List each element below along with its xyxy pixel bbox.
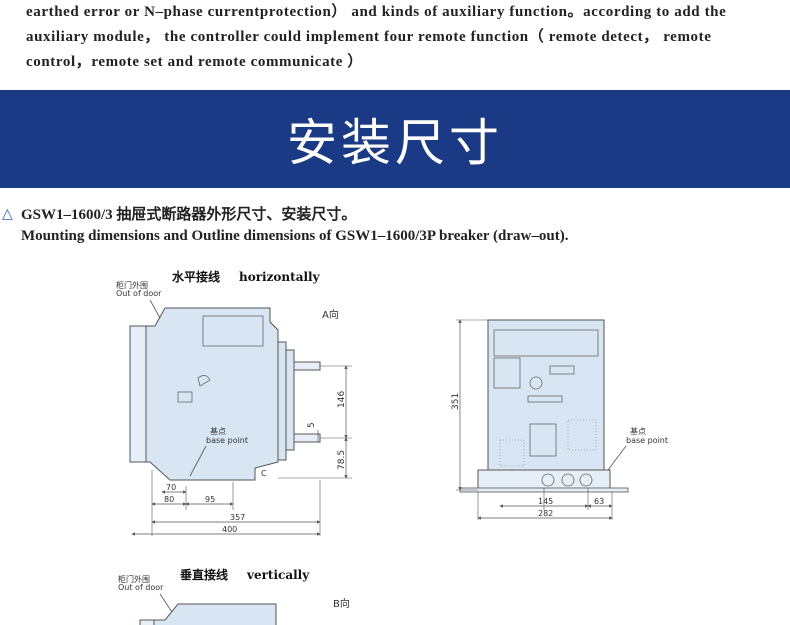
- door-label-en-2: Out of door: [118, 583, 164, 592]
- dir-label-b: B向: [333, 597, 350, 610]
- door-leader-2: [159, 593, 173, 613]
- button-strip: [527, 395, 563, 403]
- side-view-vertical: 垂直接线 vertically 柜门外围 Out of door B向: [118, 567, 350, 625]
- section-title: 安装尺寸: [287, 114, 503, 172]
- intro-line: control，remote set and remote communicat…: [26, 54, 363, 70]
- front-knob: [579, 473, 593, 487]
- drawing1-title-en: horizontally: [239, 270, 321, 284]
- front-knob: [561, 473, 575, 487]
- dim-5: 5: [307, 422, 317, 428]
- dot-panel-left: [499, 439, 525, 467]
- controller-window: [493, 357, 521, 389]
- door-label-cn-2: 柜门外围: [118, 574, 150, 584]
- dir-label-a: A向: [322, 308, 339, 321]
- front-view: 基点 base point 351 145 63 282: [451, 319, 668, 520]
- breaker-body-side: [139, 307, 279, 481]
- base-point-cn-2: 基点: [630, 426, 646, 436]
- triangle-icon: △: [2, 207, 13, 222]
- side-view-horizontal: 水平接线 horizontally 柜门外围 Out of door A向 基点…: [116, 269, 352, 536]
- dot-panel-right: [567, 419, 597, 451]
- intro-paragraph: earthed error or N–phase currentprotecti…: [26, 0, 788, 75]
- door-label-en: Out of door: [116, 289, 162, 298]
- dim-95: 95: [205, 495, 215, 504]
- base-point-cn: 基点: [210, 426, 226, 436]
- indicator-circle: [529, 376, 543, 390]
- caption-chinese: GSW1–1600/3 抽屉式断路器外形尺寸、安装尺寸。: [21, 207, 357, 223]
- top-panel: [493, 329, 599, 357]
- door-leader: [149, 299, 161, 319]
- base-point-en: base point: [206, 436, 248, 445]
- front-window: [202, 315, 264, 347]
- door-label-cn: 柜门外围: [116, 280, 148, 290]
- terminal-lower: [293, 433, 321, 443]
- rear-frame: [277, 341, 287, 461]
- section-header-band: 安装尺寸: [0, 90, 790, 188]
- intro-line: earthed error or N–phase currentprotecti…: [26, 4, 727, 20]
- door-panel: [129, 325, 147, 463]
- rear-frame-inner: [285, 349, 295, 451]
- dim-400: 400: [222, 525, 237, 534]
- drawing3-title-cn: 垂直接线: [180, 567, 228, 582]
- door-panel-2: [139, 619, 155, 625]
- dim-78-5: 78.5: [337, 450, 347, 470]
- indicator-bar: [549, 365, 575, 375]
- handle-window: [529, 423, 557, 457]
- front-base: [477, 469, 611, 491]
- base-point-leader-2: [607, 445, 627, 471]
- terminal-upper: [293, 361, 321, 371]
- dim-145: 145: [538, 497, 553, 506]
- front-slot: [177, 391, 193, 403]
- dim-282: 282: [538, 509, 553, 518]
- base-point-en-2: base point: [626, 436, 668, 445]
- dim-351: 351: [451, 393, 461, 410]
- dim-357: 357: [230, 513, 245, 522]
- dim-146: 146: [337, 391, 347, 408]
- base-point-leader: [189, 445, 207, 477]
- caption-english: Mounting dimensions and Outline dimensio…: [21, 228, 569, 244]
- dim-63: 63: [594, 497, 604, 506]
- drawing3-title-en: vertically: [246, 568, 310, 582]
- mark-c: C: [261, 469, 267, 478]
- drawing1-title-cn: 水平接线: [172, 269, 220, 284]
- front-knob: [541, 473, 555, 487]
- operating-handle: [197, 375, 211, 387]
- intro-line: auxiliary module， the controller could i…: [26, 29, 712, 45]
- dim-80: 80: [164, 495, 174, 504]
- breaker-body-front: [487, 319, 605, 475]
- dim-70: 70: [166, 483, 176, 492]
